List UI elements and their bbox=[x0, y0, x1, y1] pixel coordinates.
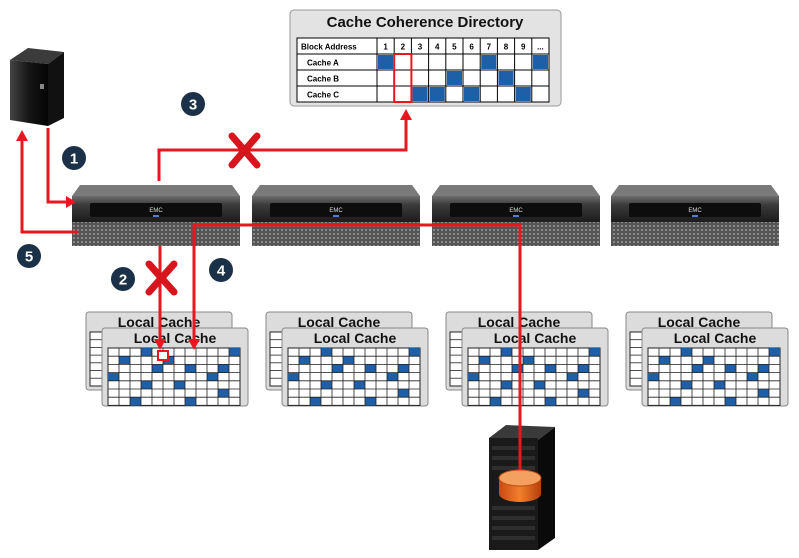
step4-line bbox=[192, 223, 522, 470]
directory-filled-cell bbox=[498, 71, 514, 85]
directory-column-header: 9 bbox=[521, 43, 526, 52]
directory-filled-cell bbox=[464, 87, 480, 101]
directory-title: Cache Coherence Directory bbox=[327, 14, 524, 31]
directory-column-header: 7 bbox=[487, 43, 492, 52]
storage-engine: EMC bbox=[432, 185, 600, 246]
step-badge: 2 bbox=[111, 267, 135, 291]
storage-engine: EMC bbox=[252, 185, 420, 246]
step-number: 4 bbox=[217, 263, 226, 280]
target-cache-cell bbox=[157, 350, 169, 361]
engine-logo: EMC bbox=[509, 208, 523, 214]
directory-column-header: 1 bbox=[383, 43, 388, 52]
directory-column-header: 3 bbox=[418, 43, 423, 52]
step5-arrowhead bbox=[16, 130, 28, 141]
step-number: 2 bbox=[119, 272, 127, 289]
directory-header-label: Block Address bbox=[301, 43, 357, 52]
step-badge: 4 bbox=[209, 258, 233, 282]
blocked-x-icon bbox=[145, 260, 178, 296]
step-number: 3 bbox=[189, 97, 197, 114]
directory-column-header: 5 bbox=[452, 43, 457, 52]
step5-line bbox=[20, 140, 78, 234]
local-cache-title: Local Cache bbox=[674, 330, 757, 346]
local-cache-title: Local Cache bbox=[134, 330, 217, 346]
directory-column-header: ... bbox=[537, 43, 544, 52]
step-number: 1 bbox=[70, 151, 78, 168]
connections bbox=[16, 109, 522, 470]
directory-filled-cell bbox=[429, 87, 445, 101]
step2-arrowhead bbox=[154, 339, 166, 350]
step3-arrowhead bbox=[400, 109, 412, 120]
disk-cylinder-icon bbox=[498, 469, 542, 502]
engine-logo: EMC bbox=[149, 208, 163, 214]
engine-logo: EMC bbox=[329, 208, 343, 214]
directory-highlight-column bbox=[393, 53, 413, 103]
directory-filled-cell bbox=[532, 55, 548, 69]
directory-filled-cell bbox=[515, 87, 531, 101]
step-badge: 5 bbox=[17, 244, 41, 268]
directory-filled-cell bbox=[446, 71, 462, 85]
host-server-icon bbox=[10, 48, 64, 126]
directory-column-header: 6 bbox=[469, 43, 474, 52]
directory-filled-cell bbox=[481, 55, 497, 69]
local-cache-title: Local Cache bbox=[298, 314, 381, 330]
local-cache-title: Local Cache bbox=[494, 330, 577, 346]
directory-column-header: 4 bbox=[435, 43, 440, 52]
step4-arrowhead bbox=[188, 339, 200, 350]
local-cache-title: Local Cache bbox=[314, 330, 397, 346]
storage-engine: EMC bbox=[611, 185, 779, 246]
directory-row-label: Cache A bbox=[307, 59, 339, 68]
blocked-x-icon bbox=[228, 132, 261, 169]
directory-filled-cell bbox=[412, 87, 428, 101]
directory-row-label: Cache C bbox=[307, 91, 339, 100]
step-badges: 1 2 3 4 5 bbox=[17, 92, 233, 291]
step3-line bbox=[157, 118, 408, 181]
storage-engines: EMC EMC EMC EMC bbox=[72, 185, 779, 246]
storage-engine: EMC bbox=[72, 185, 240, 246]
directory-column-header: 2 bbox=[401, 43, 406, 52]
step-badge: 1 bbox=[62, 146, 86, 170]
step1-arrowhead bbox=[66, 196, 76, 208]
local-cache-title: Local Cache bbox=[658, 314, 741, 330]
step1-line bbox=[46, 128, 70, 204]
directory-table: Block Address 1 2 3 4 5 6 7 8 9... Cache A Cache B C… bbox=[296, 37, 550, 103]
step-badge: 3 bbox=[181, 92, 205, 116]
engine-logo: EMC bbox=[688, 208, 702, 214]
coherence-directory: Cache Coherence Directory Block Address 1… bbox=[289, 9, 562, 107]
step-number: 5 bbox=[25, 249, 33, 266]
directory-column-header: 8 bbox=[504, 43, 509, 52]
directory-row-label: Cache B bbox=[307, 75, 339, 84]
directory-filled-cell bbox=[378, 55, 394, 69]
